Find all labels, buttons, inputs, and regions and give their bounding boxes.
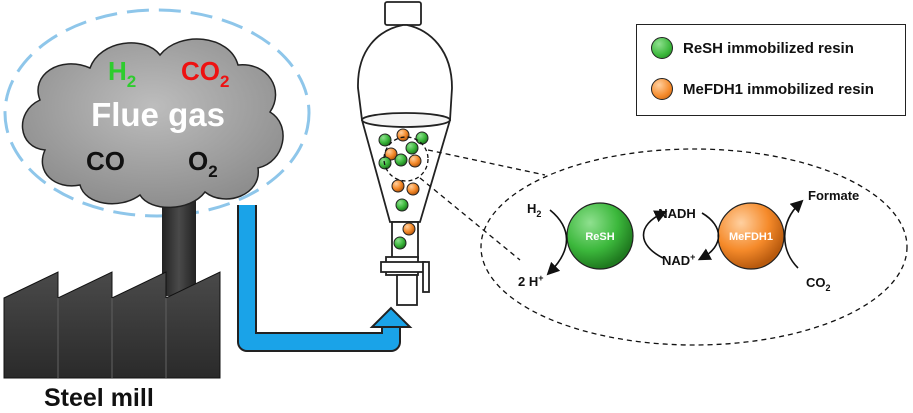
zoom-line [419,177,521,261]
cloud-boundary [3,8,311,218]
gas-co2: CO2 [181,56,229,91]
nadh-label: NADH [658,206,696,221]
h2-label: H2 [527,201,541,219]
gas-pipe [237,205,413,352]
co2-label: CO2 [806,275,831,293]
green-bead [394,153,408,167]
gas-co: CO [86,146,125,176]
reaction-ellipse [480,148,908,346]
legend-item-mefdh1: MeFDH1 immobilized resin [651,78,874,100]
orange-circle-icon [651,78,673,100]
orange-bead [396,128,410,142]
nadh-oxidation-arrow [697,212,720,261]
gas-h2: H2 [108,56,136,91]
legend: ReSH immobilized resin MeFDH1 immobilize… [636,24,906,116]
flue-gas-title: Flue gas [91,96,225,133]
h2-oxidation-arrow [546,209,568,276]
nad-reduction-arrow [642,210,668,259]
pipe-arrowhead [369,306,413,328]
reactor-column [357,1,453,306]
resh-label: ReSH [585,231,614,243]
resin-beads [378,128,429,250]
chimney [162,196,196,296]
green-bead [405,141,419,155]
green-bead [395,198,409,212]
green-bead [378,133,392,147]
flue-gas-cloud [21,38,284,209]
co2-reduction-arrow [783,199,804,269]
proton-label: 2 H+ [518,273,544,289]
green-bead [393,236,407,250]
zoom-circle [383,136,429,182]
steel-mill-label: Steel mill [44,384,154,412]
legend-item-resh: ReSH immobilized resin [651,37,854,59]
orange-bead [408,154,422,168]
nadplus-label: NAD+ [662,252,695,268]
green-circle-icon [651,37,673,59]
formate-label: Formate [808,188,859,203]
steel-mill-building [3,271,221,379]
gas-o2: O2 [188,146,218,181]
legend-label-mefdh1: MeFDH1 immobilized resin [683,80,874,98]
green-bead [415,131,429,145]
legend-label-resh: ReSH immobilized resin [683,39,854,57]
orange-bead [391,179,405,193]
mefdh1-label: MeFDH1 [729,231,773,243]
orange-bead [406,182,420,196]
orange-bead [402,222,416,236]
zoom-line [427,149,546,176]
